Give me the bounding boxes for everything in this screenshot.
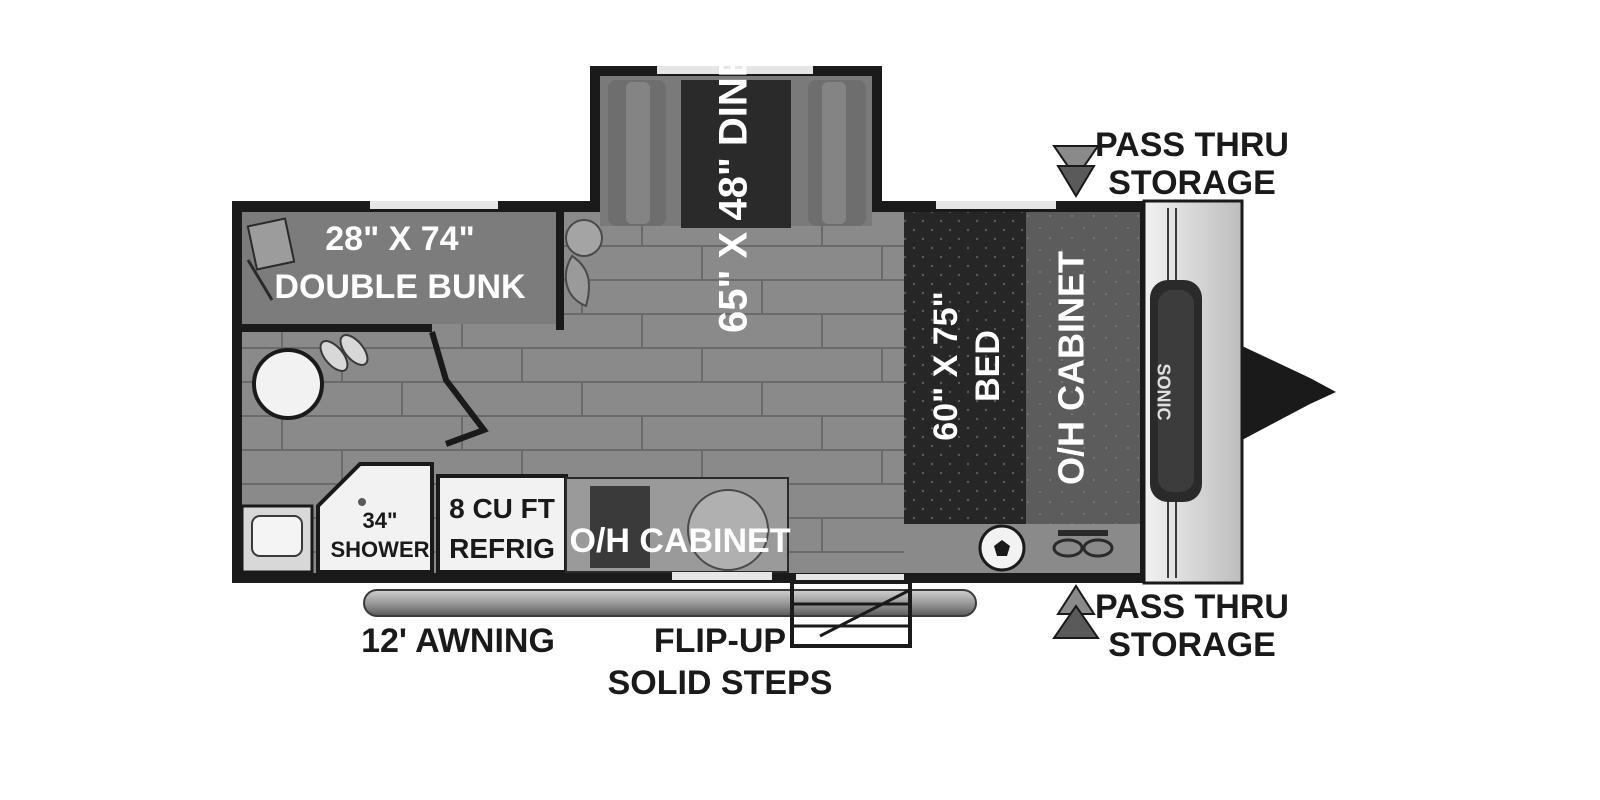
toilet-icon <box>252 348 324 420</box>
entry-window <box>672 572 772 580</box>
dinette-label: 65" X 48" DINETTE <box>712 0 756 333</box>
front-cabinet: O/H CABINET <box>1026 212 1140 524</box>
front-cap: SONIC <box>1142 199 1336 585</box>
awning-label: 12' AWNING <box>361 622 555 660</box>
pass-thru-storage-bottom: PASS THRU STORAGE <box>1052 584 1289 664</box>
soccer-ball-icon <box>978 524 1026 572</box>
bunk-window <box>370 201 498 209</box>
bunk-size-label: 28" X 74" <box>325 220 474 258</box>
refrig-name-label: REFRIG <box>449 533 555 564</box>
dinette: 65" X 48" DINETTE <box>600 0 872 333</box>
bathroom-door <box>429 331 489 447</box>
refrig-size-label: 8 CU FT <box>449 493 555 524</box>
plant-icon <box>564 219 603 308</box>
sink-bowl-icon <box>687 489 769 571</box>
hitch-tongue <box>1242 346 1336 440</box>
dinette-window <box>657 66 813 74</box>
pass-thru-top-label-1: PASS THRU <box>1095 126 1289 164</box>
book-icon <box>246 217 296 301</box>
shower <box>316 462 434 574</box>
awning <box>363 589 977 617</box>
kitchen-cabinet: O/H CABINET <box>565 477 791 573</box>
pass-thru-storage-top: PASS THRU STORAGE <box>1052 126 1289 202</box>
front-cabinet-label: O/H CABINET <box>1051 251 1092 485</box>
shower-size-label: 34" <box>363 508 398 533</box>
bed-size-label: 60" X 75" <box>927 291 965 440</box>
steps-label-2: SOLID STEPS <box>608 664 833 702</box>
double-bunk: 28" X 74" DOUBLE BUNK <box>242 201 564 332</box>
bathroom: 34" SHOWER <box>240 331 489 574</box>
pass-thru-bottom-label-1: PASS THRU <box>1095 588 1289 626</box>
arrow-down-icon <box>1052 145 1100 180</box>
bunk-name-label: DOUBLE BUNK <box>274 268 526 306</box>
slippers-icon <box>319 334 369 372</box>
steps-label-1: FLIP-UP <box>654 622 786 660</box>
pass-thru-bottom-label-2: STORAGE <box>1108 626 1276 664</box>
pass-thru-top-label-2: STORAGE <box>1108 164 1276 202</box>
shower-name-label: SHOWER <box>331 537 430 562</box>
bed-window <box>936 201 1056 209</box>
bed-name-label: BED <box>969 330 1007 402</box>
entry-door <box>796 574 904 582</box>
kitchen-cabinet-label: O/H CABINET <box>570 522 791 560</box>
bed: 60" X 75" BED <box>904 201 1056 524</box>
flip-up-steps <box>790 580 912 648</box>
dumbbell-icon <box>1052 530 1114 558</box>
stove-icon <box>590 486 650 568</box>
refrigerator: 8 CU FT REFRIG <box>436 474 568 574</box>
brand-logo: SONIC <box>1153 363 1173 420</box>
